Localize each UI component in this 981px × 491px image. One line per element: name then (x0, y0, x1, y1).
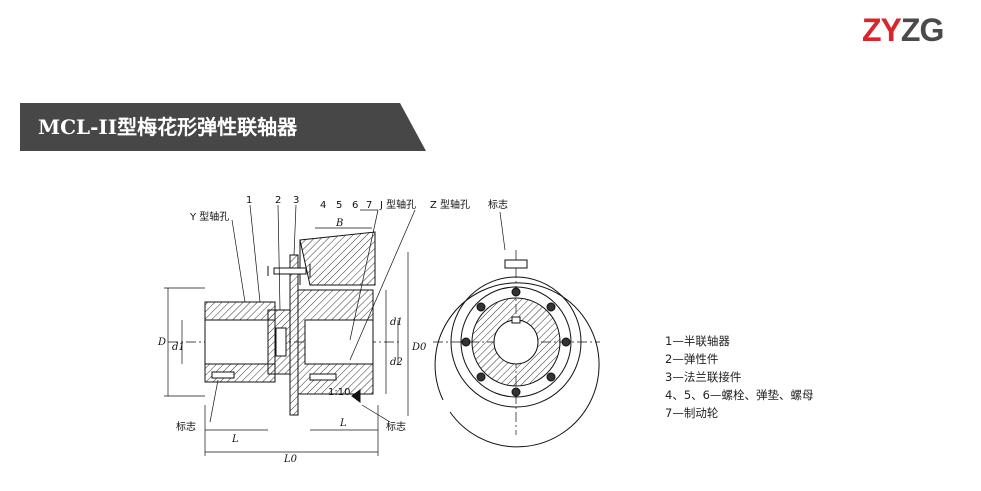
dim-taper: 1:10 (328, 387, 350, 398)
part-number-1: 1 (246, 195, 252, 206)
part-number-6: 6 (352, 200, 358, 211)
logo-text-zg: ZG (900, 12, 944, 48)
brand-logo: ZYZG (862, 12, 944, 48)
legend-item: 1—半联轴器 (665, 334, 730, 348)
title-banner: MCL-II型梅花形弹性联轴器 (20, 103, 426, 151)
parts-legend: 1—半联轴器 2—弹性件 3—法兰联接件 4、5、6—螺栓、弹垫、螺母 7—制动… (665, 332, 813, 422)
part-number-2: 2 (275, 195, 281, 206)
label-mark-right: 标志 (386, 420, 406, 433)
dimension-lines (164, 204, 506, 456)
part-number-3: 3 (293, 195, 299, 206)
coupling-drawing: Y 型轴孔 1 2 3 4 5 6 7 J 型轴孔 Z 型轴孔 标志 B D d… (150, 190, 650, 480)
dim-l0: L0 (283, 454, 298, 465)
dim-d0: D0 (411, 342, 427, 353)
label-y-bore: Y 型轴孔 (189, 210, 229, 223)
front-view (433, 250, 600, 448)
dim-d2: d2 (390, 357, 403, 368)
page-title: MCL-II型梅花形弹性联轴器 (38, 115, 298, 139)
legend-item: 3—法兰联接件 (665, 370, 742, 384)
part-number-4: 4 (320, 200, 326, 211)
dim-l-left: L (231, 434, 239, 445)
section-view (168, 231, 400, 416)
logo-text-zy: ZY (862, 12, 902, 48)
legend-item: 2—弹性件 (665, 352, 719, 366)
dim-b: B (335, 218, 343, 229)
legend-item: 7—制动轮 (665, 406, 719, 420)
label-j-bore: J 型轴孔 (379, 198, 416, 211)
banner-shape (20, 103, 426, 151)
part-number-5: 5 (336, 200, 342, 211)
dim-d-outer: D (157, 337, 166, 348)
label-mark-left: 标志 (176, 420, 196, 433)
dim-d1-right: d1 (390, 317, 403, 328)
dim-d1-left: d1 (172, 342, 185, 353)
label-mark-top: 标志 (488, 198, 508, 211)
dim-l-right: L (339, 418, 347, 429)
part-number-7: 7 (366, 200, 372, 211)
label-z-bore: Z 型轴孔 (430, 198, 470, 211)
legend-item: 4、5、6—螺栓、弹垫、螺母 (665, 388, 814, 402)
coupling-drawing-svg: Y 型轴孔 1 2 3 4 5 6 7 J 型轴孔 Z 型轴孔 标志 B D d… (157, 195, 600, 465)
